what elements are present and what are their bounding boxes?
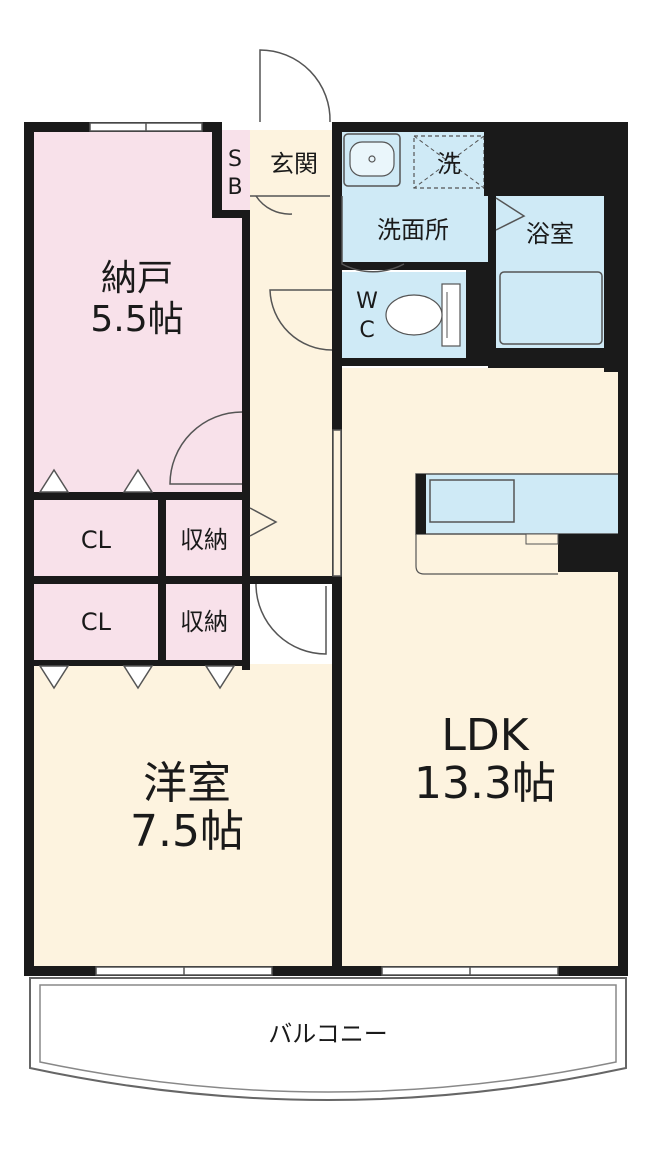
shoe-box-floor bbox=[218, 130, 250, 214]
western-room-size: 7.5帖 bbox=[130, 806, 244, 858]
laundry-pan-diagonal-b bbox=[413, 135, 485, 189]
closet-lower-floor bbox=[32, 584, 158, 662]
storage-room-label: 納戸 5.5帖 bbox=[62, 258, 212, 341]
toilet-door bbox=[269, 289, 333, 351]
kitchen-stove-block bbox=[558, 534, 620, 572]
western-room-name: 洋室 bbox=[143, 758, 231, 809]
bathroom-label: 浴室 bbox=[526, 220, 574, 248]
laundry-label: 洗 bbox=[437, 150, 461, 178]
storage-room-name: 納戸 bbox=[100, 258, 173, 299]
toilet-tank bbox=[441, 283, 461, 347]
laundry-pan bbox=[413, 135, 485, 189]
toilet-label: W C bbox=[350, 288, 384, 345]
balcony-inner-rail bbox=[39, 984, 617, 1093]
washroom-label: 洗面所 bbox=[377, 216, 449, 244]
toilet-letter-w: W bbox=[356, 289, 378, 314]
shoe-box-label: S B bbox=[220, 146, 250, 201]
storage-upper-label: 収納 bbox=[180, 526, 228, 554]
windows bbox=[89, 122, 559, 976]
closet-door-markers bbox=[38, 468, 236, 690]
washbasin-drain bbox=[368, 155, 376, 163]
storage-room-floor bbox=[32, 130, 242, 498]
doors bbox=[169, 49, 526, 655]
kitchen-counter-edge bbox=[415, 534, 558, 575]
entrance-label: 玄関 bbox=[270, 150, 318, 178]
storage-upper-floor bbox=[164, 500, 244, 576]
storage-lower-floor bbox=[164, 584, 244, 662]
storage-lower-label: 収納 bbox=[180, 608, 228, 636]
closet-upper-label: CL bbox=[80, 526, 112, 554]
balcony bbox=[29, 977, 627, 1101]
bathtub bbox=[499, 271, 603, 345]
toilet-letter-c: C bbox=[359, 317, 375, 343]
ldk-size: 13.3帖 bbox=[414, 758, 556, 810]
washbasin-bowl bbox=[349, 141, 395, 177]
storage-upper-door bbox=[249, 507, 278, 537]
ldk-name: LDK bbox=[441, 710, 529, 761]
western-room-floor bbox=[32, 664, 332, 974]
shoe-box-letter-s: S bbox=[228, 147, 242, 172]
closet-upper-floor bbox=[32, 500, 158, 576]
western-room-label: 洋室 7.5帖 bbox=[82, 758, 292, 858]
bathroom-door bbox=[495, 197, 526, 231]
hall-to-storage-room-door bbox=[169, 411, 243, 485]
toilet-bowl bbox=[385, 294, 443, 336]
hall-floor bbox=[246, 130, 336, 578]
entrance-door bbox=[259, 49, 331, 123]
shoe-box-letter-b: B bbox=[227, 174, 243, 200]
western-room-door bbox=[255, 584, 327, 655]
ldk-label: LDK 13.3帖 bbox=[380, 710, 590, 810]
kitchen-sink bbox=[429, 479, 515, 523]
ldk-floor bbox=[340, 368, 622, 974]
entrance-inner-arc bbox=[255, 195, 293, 215]
storage-room-size: 5.5帖 bbox=[90, 299, 184, 341]
closet-lower-label: CL bbox=[80, 608, 112, 636]
kitchen-pillar bbox=[416, 474, 426, 534]
kitchen-counter-step bbox=[525, 533, 559, 545]
balcony-label: バルコニー bbox=[268, 1020, 388, 1048]
washroom-door bbox=[341, 196, 405, 273]
